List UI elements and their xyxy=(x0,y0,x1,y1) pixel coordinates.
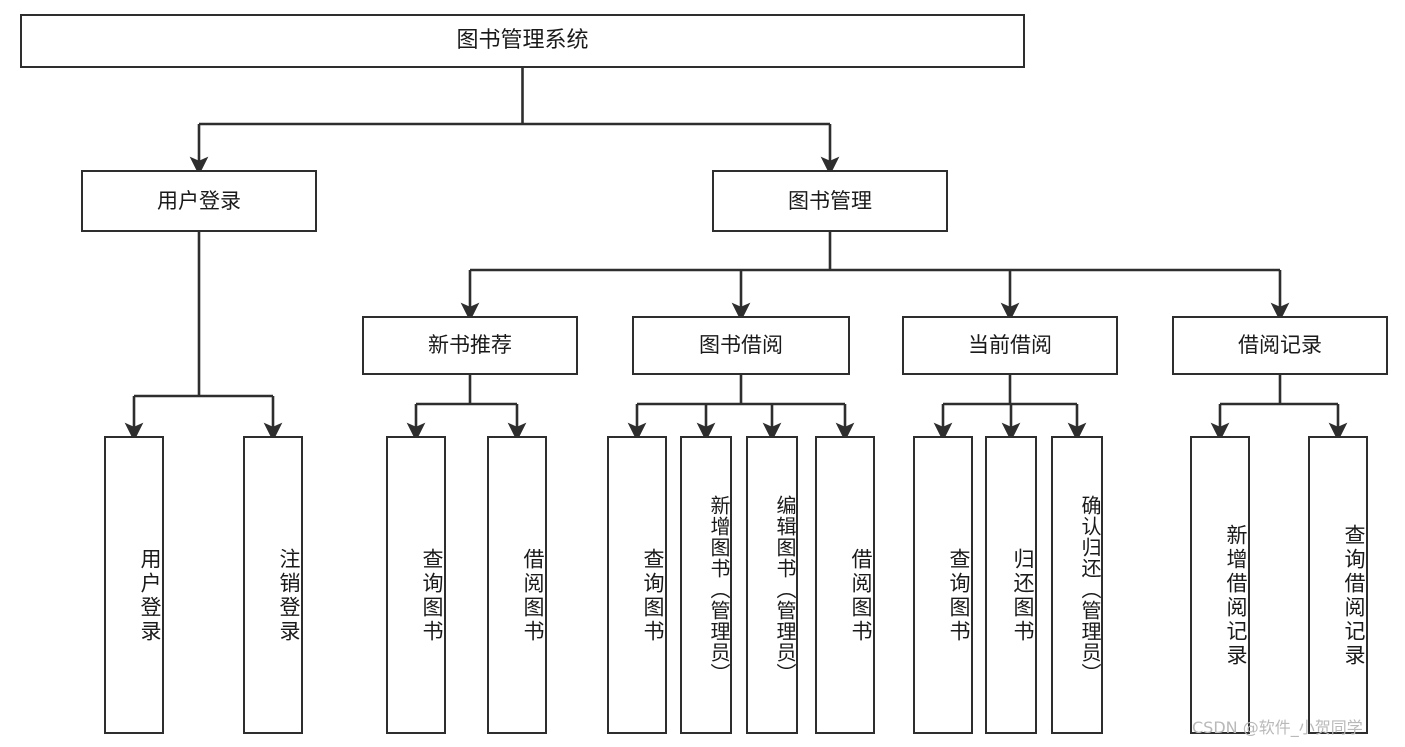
node-leaf-borrow-book-2: 借阅图书 xyxy=(815,436,875,734)
node-user-login: 用户登录 xyxy=(81,170,317,232)
node-borrow-record: 借阅记录 xyxy=(1172,316,1388,375)
watermark: CSDN @软件_小贺同学 xyxy=(1192,718,1363,737)
node-leaf-confirm-return: 确认归还（管理员） xyxy=(1051,436,1103,734)
node-label: 查询图书 xyxy=(420,548,444,644)
node-label: 图书管理系统 xyxy=(456,28,589,54)
node-label: 借阅图书 xyxy=(521,548,545,644)
node-label: 图书借阅 xyxy=(699,333,783,358)
node-book-borrow: 图书借阅 xyxy=(632,316,850,375)
node-leaf-query-book-1: 查询图书 xyxy=(386,436,446,734)
node-book-manage: 图书管理 xyxy=(712,170,948,232)
node-leaf-edit-book: 编辑图书（管理员） xyxy=(746,436,798,734)
node-label: 用户登录 xyxy=(157,188,241,213)
node-label: 当前借阅 xyxy=(968,333,1052,358)
node-leaf-user-logout: 注销登录 xyxy=(243,436,303,734)
node-leaf-return-book: 归还图书 xyxy=(985,436,1037,734)
node-label: 新增图书（管理员） xyxy=(707,494,731,684)
node-label: 借阅图书 xyxy=(849,548,873,644)
node-leaf-user-login: 用户登录 xyxy=(104,436,164,734)
node-leaf-add-record: 新增借阅记录 xyxy=(1190,436,1250,734)
node-label: 新书推荐 xyxy=(428,333,512,358)
node-label: 图书管理 xyxy=(788,188,872,213)
node-root: 图书管理系统 xyxy=(20,14,1025,68)
node-label: 注销登录 xyxy=(277,548,301,644)
node-label: 查询借阅记录 xyxy=(1342,524,1366,668)
node-leaf-query-book-3: 查询图书 xyxy=(913,436,973,734)
node-leaf-borrow-book-1: 借阅图书 xyxy=(487,436,547,734)
node-current-borrow: 当前借阅 xyxy=(902,316,1118,375)
node-label: 新增借阅记录 xyxy=(1224,524,1248,668)
node-new-book-rec: 新书推荐 xyxy=(362,316,578,375)
node-label: 归还图书 xyxy=(1011,548,1035,644)
node-label: 查询图书 xyxy=(641,548,665,644)
node-label: 查询图书 xyxy=(947,548,971,644)
node-label: 编辑图书（管理员） xyxy=(773,494,797,684)
node-label: 用户登录 xyxy=(138,548,162,644)
node-label: 确认归还（管理员） xyxy=(1078,494,1102,684)
node-leaf-query-book-2: 查询图书 xyxy=(607,436,667,734)
node-label: 借阅记录 xyxy=(1238,333,1322,358)
node-leaf-add-book: 新增图书（管理员） xyxy=(680,436,732,734)
node-leaf-query-record: 查询借阅记录 xyxy=(1308,436,1368,734)
